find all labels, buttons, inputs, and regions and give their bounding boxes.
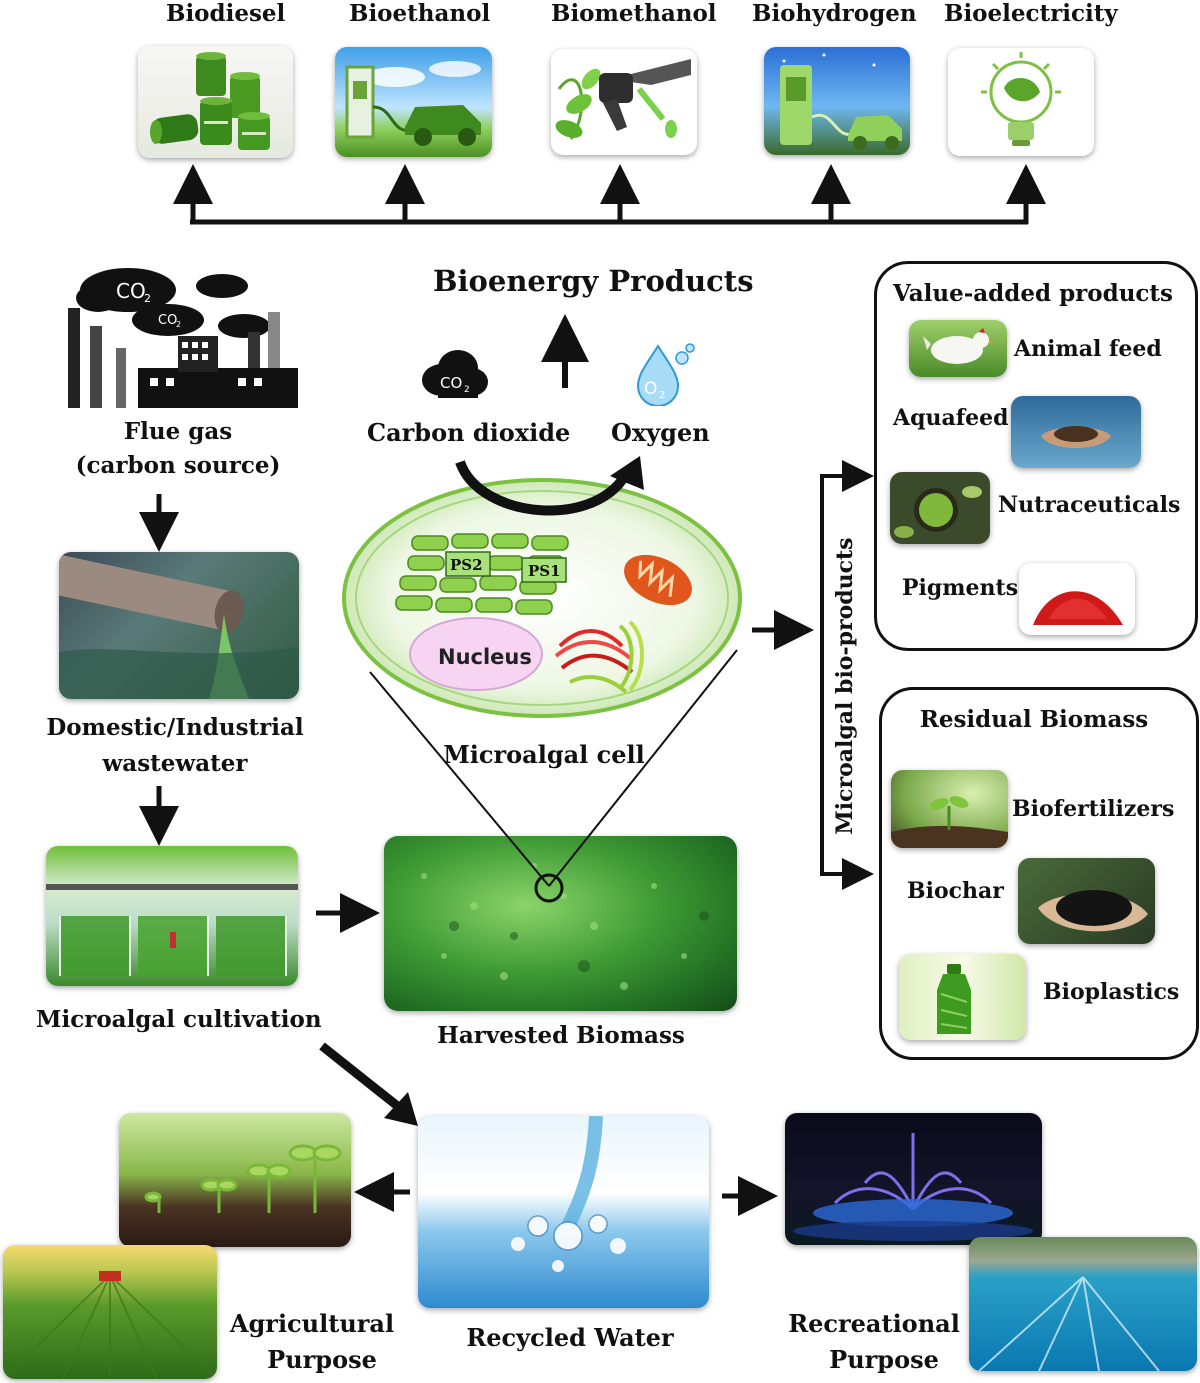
bioethanol-image bbox=[335, 47, 492, 157]
flue-gas-image: CO 2 CO 2 bbox=[58, 262, 302, 412]
ps1-label: PS1 bbox=[528, 562, 561, 580]
co2-cloud-icon: CO 2 bbox=[418, 346, 490, 400]
o2-drop-icon: O 2 bbox=[634, 340, 698, 407]
nucleus-label: Nucleus bbox=[438, 645, 532, 669]
bioplastics-image bbox=[899, 954, 1026, 1040]
o2-icon-text: O bbox=[644, 379, 657, 399]
bioplastics-label: Bioplastics bbox=[1043, 979, 1180, 1005]
wastewater-label-line1: Domestic/Industrial bbox=[46, 714, 304, 741]
pigments-label: Pigments bbox=[902, 575, 1019, 601]
bioenergy-heading: Bioenergy Products bbox=[433, 264, 754, 298]
biofertilizers-label: Biofertilizers bbox=[1012, 796, 1175, 822]
flue-gas-label: Flue gas bbox=[123, 418, 233, 445]
zoom-line-right bbox=[548, 649, 738, 887]
pigments-image bbox=[1019, 563, 1135, 635]
bioproducts-bracket bbox=[820, 460, 874, 890]
recreational-purpose-line1: Recreational bbox=[788, 1309, 960, 1338]
biomethanol-image bbox=[551, 49, 697, 155]
aquafeed-image bbox=[1011, 396, 1141, 468]
microalgal-cell: PS2 PS1 Nucleus bbox=[340, 476, 744, 720]
recreational-purpose-line2: Purpose bbox=[829, 1345, 939, 1374]
swimming-pool-image bbox=[969, 1237, 1197, 1371]
co2-cloud-text-1: CO bbox=[116, 279, 146, 303]
oxygen-label: Oxygen bbox=[611, 418, 710, 447]
value-added-title: Value-added products bbox=[893, 280, 1173, 307]
nutraceuticals-image bbox=[890, 472, 990, 544]
zoom-line-left bbox=[369, 671, 550, 887]
wastewater-label-line2: wastewater bbox=[102, 750, 248, 777]
nutraceuticals-label: Nutraceuticals bbox=[998, 492, 1181, 518]
agricultural-purpose-line1: Agricultural bbox=[229, 1309, 395, 1338]
microalgal-cell-caption: Microalgal cell bbox=[443, 740, 645, 769]
co2-icon-text: CO bbox=[440, 374, 462, 392]
o2-icon-sub: 2 bbox=[659, 390, 665, 401]
biofertilizers-image bbox=[891, 770, 1008, 848]
carbon-dioxide-label: Carbon dioxide bbox=[367, 418, 571, 447]
recycled-water-label: Recycled Water bbox=[466, 1323, 674, 1352]
co2-icon-sub: 2 bbox=[464, 385, 470, 395]
label-bioelectricity: Bioelectricity bbox=[944, 0, 1118, 27]
biochar-label: Biochar bbox=[907, 878, 1004, 904]
top-distribution-arrows bbox=[173, 164, 1046, 225]
biochar-image bbox=[1018, 858, 1155, 944]
aquafeed-label: Aquafeed bbox=[893, 405, 1009, 431]
co2-cloud-sub-2: 2 bbox=[176, 320, 181, 329]
agriculture-seedlings-image bbox=[119, 1113, 351, 1247]
arrow-cultivation-to-water-head bbox=[384, 1092, 418, 1126]
residual-title: Residual Biomass bbox=[919, 706, 1149, 733]
animal-feed-label: Animal feed bbox=[1014, 336, 1162, 362]
label-bioethanol: Bioethanol bbox=[349, 0, 491, 27]
cultivation-label: Microalgal cultivation bbox=[36, 1006, 322, 1033]
biodiesel-image bbox=[138, 46, 293, 158]
harvested-biomass-image bbox=[384, 836, 737, 1011]
cultivation-image bbox=[46, 846, 298, 986]
ps2-label: PS2 bbox=[450, 556, 483, 574]
co2-to-o2-arrowhead bbox=[610, 456, 644, 490]
flue-gas-sublabel: (carbon source) bbox=[75, 452, 281, 479]
biohydrogen-image bbox=[764, 47, 910, 155]
label-biodiesel: Biodiesel bbox=[166, 0, 286, 27]
agriculture-field-image bbox=[3, 1245, 217, 1379]
recycled-water-image bbox=[418, 1116, 709, 1308]
label-biomethanol: Biomethanol bbox=[551, 0, 717, 27]
co2-cloud-text-2: CO bbox=[158, 313, 177, 328]
animal-feed-image bbox=[909, 320, 1007, 377]
co2-to-o2-curve bbox=[455, 460, 633, 516]
wastewater-image bbox=[59, 552, 299, 699]
label-biohydrogen: Biohydrogen bbox=[752, 0, 917, 27]
co2-cloud-sub-1: 2 bbox=[144, 292, 151, 305]
agricultural-purpose-line2: Purpose bbox=[267, 1345, 377, 1374]
harvested-biomass-caption: Harvested Biomass bbox=[437, 1022, 685, 1049]
zoom-circle bbox=[534, 873, 564, 903]
arrow-cultivation-to-water bbox=[319, 1042, 403, 1112]
bioelectricity-image bbox=[948, 48, 1094, 156]
fountain-image bbox=[785, 1113, 1042, 1245]
